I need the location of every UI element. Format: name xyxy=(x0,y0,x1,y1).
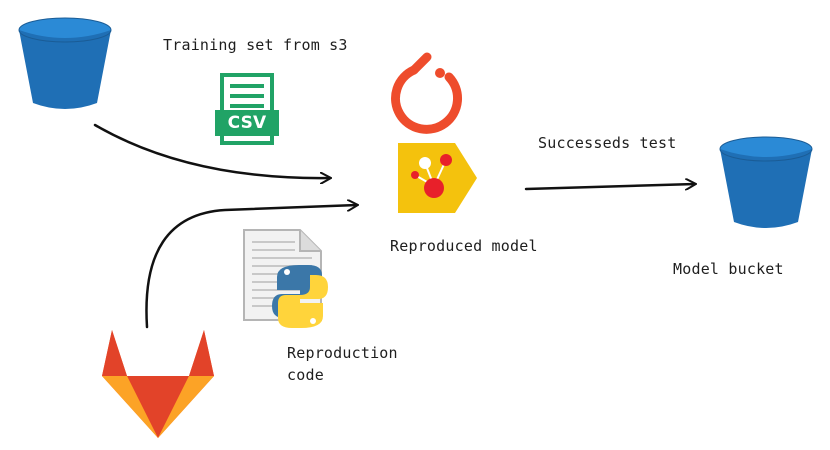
model-bucket-icon xyxy=(719,136,813,228)
model-bucket-label: Model bucket xyxy=(673,260,784,278)
arrow-gitlab-to-model xyxy=(145,205,357,329)
gitlab-icon xyxy=(102,330,214,438)
training-set-label: Training set from s3 xyxy=(163,36,348,54)
arrow-model-to-bucket xyxy=(524,184,695,189)
kubeflow-pipeline-icon xyxy=(398,143,477,213)
successeds-test-label: Successeds test xyxy=(538,134,677,152)
arrow-s3-to-model xyxy=(93,123,330,178)
reproduced-model-label: Reproduced model xyxy=(390,237,538,255)
reproduction-code-label: Reproduction code xyxy=(287,344,398,384)
csv-file-icon xyxy=(215,73,279,145)
csv-badge-text: CSV xyxy=(227,113,267,133)
pytorch-icon xyxy=(391,52,463,134)
python-file-icon xyxy=(243,229,328,328)
s3-bucket-icon xyxy=(18,17,112,109)
